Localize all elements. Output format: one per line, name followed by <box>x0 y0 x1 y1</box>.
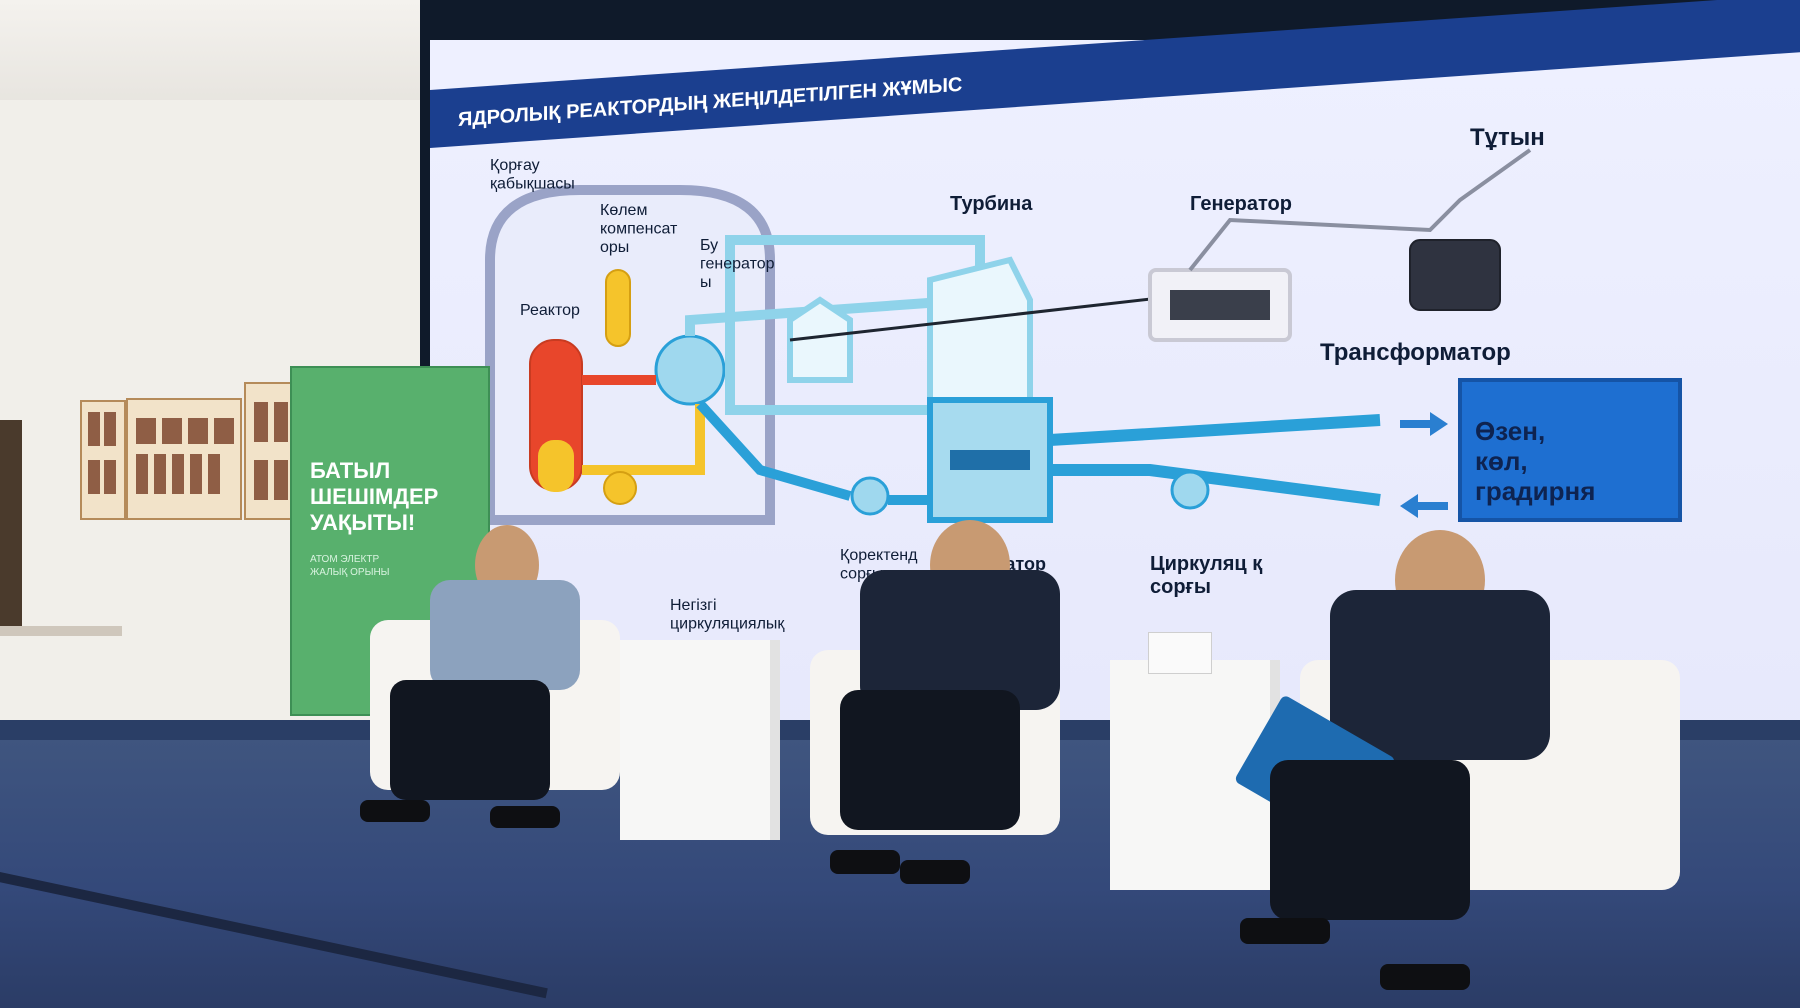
panelist-middle-trousers <box>840 690 1020 830</box>
cooling-water-in <box>1050 464 1381 506</box>
feedwater-line <box>696 400 852 501</box>
panelist-left-jacket <box>430 580 580 690</box>
label-generator: Генератор <box>1190 193 1292 215</box>
panelist-middle-shoe-left <box>830 850 900 874</box>
reactor-core <box>538 440 574 492</box>
feed-pump <box>850 476 890 516</box>
steam-generator <box>654 334 726 406</box>
header-bar <box>430 0 1800 148</box>
label-reactor: Реактор <box>520 302 580 319</box>
transformer <box>1409 239 1501 311</box>
banner-subtitle: АТОМ ЭЛЕКТР ЖАЛЫҚ ОРЫНЫ <box>310 554 390 578</box>
primary-cold-leg <box>582 404 705 475</box>
generator-core <box>1170 290 1270 320</box>
banner-logo <box>322 380 462 460</box>
wall-photo-frame-1 <box>80 400 126 520</box>
panelist-middle-shoe-right <box>900 860 970 884</box>
condenser-tubes <box>950 450 1030 470</box>
outflow-arrow <box>1400 412 1448 436</box>
panelist-right-jacket <box>1330 590 1550 760</box>
lp-turbine <box>927 256 1033 403</box>
label-turbine: Турбина <box>950 193 1033 215</box>
panelist-left-shoe-right <box>490 806 560 828</box>
cooling-water-out <box>1049 414 1381 446</box>
side-table-1 <box>620 640 780 840</box>
panelist-right-trousers <box>1270 760 1470 920</box>
panelist-left-shoe-left <box>360 800 430 822</box>
panelist-left-trousers <box>390 680 550 800</box>
wall-photo-frame-2 <box>126 398 242 520</box>
label-transformer: Трансформатор <box>1320 339 1511 366</box>
banner-title: БАТЫЛ ШЕШІМДЕР УАҚЫТЫ! <box>310 458 439 535</box>
panelist-right-shoe-left <box>1240 918 1330 944</box>
inflow-arrow <box>1400 494 1448 518</box>
power-lines <box>1188 148 1532 272</box>
circulation-pump <box>1170 470 1210 510</box>
main-circulation-pump <box>603 471 637 505</box>
reactor-diagram: ЯДРОЛЫҚ РЕАКТОРДЫҢ ЖЕҢІЛДЕТІЛГЕН ЖҰМЫС Қ… <box>430 0 1800 632</box>
label-river-box: Өзен,көл,градирня <box>1475 416 1595 506</box>
panelist-right-shoe-right <box>1380 964 1470 990</box>
river-lake-box <box>1458 378 1682 522</box>
panelist-middle-jacket <box>860 570 1060 710</box>
label-consumers: Тұтын <box>1470 124 1545 151</box>
hp-turbine <box>787 296 853 383</box>
pressurizer <box>605 269 631 347</box>
side-table <box>0 626 122 636</box>
nameplate <box>1148 632 1212 674</box>
slide-header: ЯДРОЛЫҚ РЕАКТОРДЫҢ ЖЕҢІЛДЕТІЛГЕН ЖҰМЫС <box>430 0 1800 148</box>
side-door <box>0 420 22 630</box>
